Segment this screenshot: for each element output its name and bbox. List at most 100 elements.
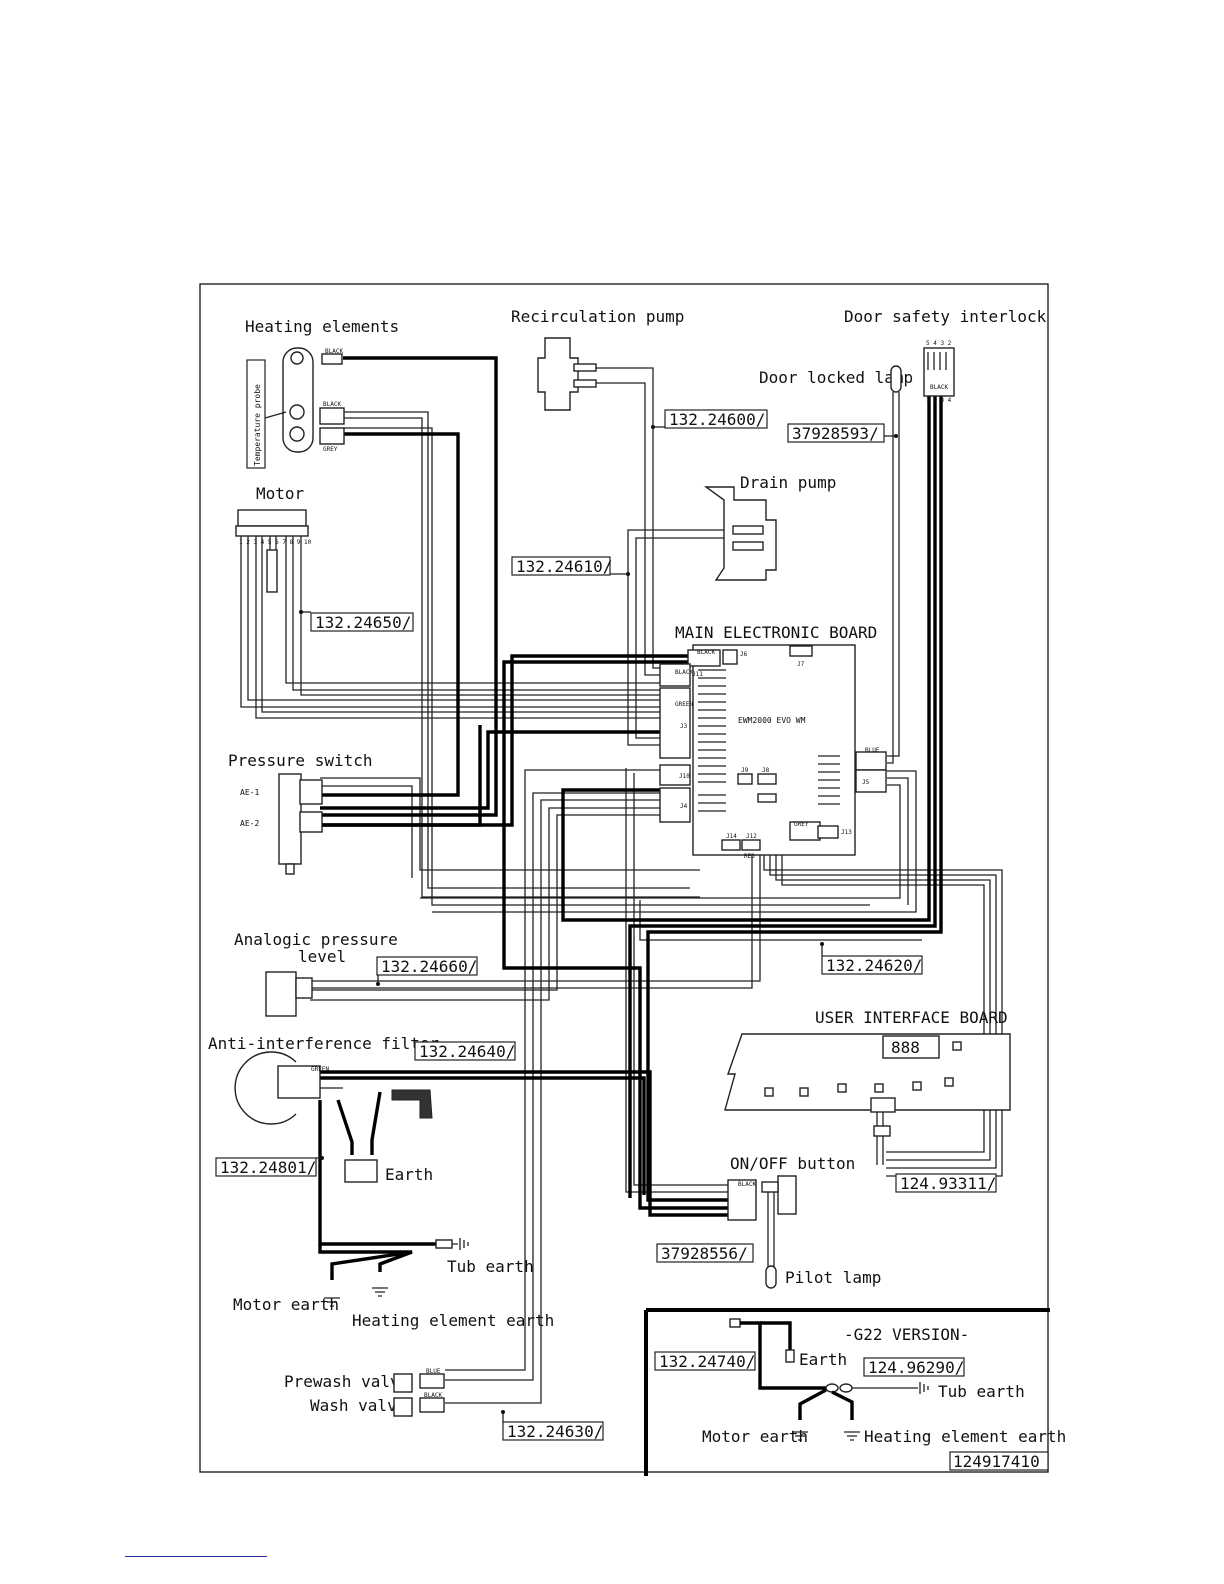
part-number-box	[863, 1357, 965, 1377]
g22-earth-label: Earth	[799, 1350, 847, 1369]
part-number-label: 124.93311/	[900, 1174, 996, 1193]
part-number-label: 37928556/	[661, 1244, 748, 1263]
board-connector-label: J4	[680, 803, 688, 810]
part-number-label: 132.24660/	[381, 957, 477, 976]
door-interlock-body	[923, 347, 955, 397]
part-number-box	[664, 409, 768, 429]
motor-connector-body	[235, 525, 309, 537]
main-board-model: EWM2000 EVO WM	[738, 716, 806, 725]
board-connector-j11	[659, 663, 691, 687]
connector-pins-label: 1 2 3 4 5 6 7 8 9 10	[239, 539, 312, 546]
wire-color-label: BLUE	[865, 747, 880, 754]
board-connector-label: J7	[797, 661, 805, 668]
ui-button	[799, 1087, 809, 1097]
heating-element-connector	[319, 427, 345, 445]
wire-color-label: BLACK	[738, 1181, 756, 1188]
part-number-label: 132.24610/	[516, 557, 612, 576]
ui-connector	[873, 1125, 891, 1137]
wire-color-label: BLACK	[675, 669, 693, 676]
wire-color-label: GREY	[323, 446, 338, 453]
wash-valve-label: Wash valve	[310, 1396, 406, 1415]
board-connector-label: J12	[746, 833, 757, 840]
heating-element-terminal	[289, 404, 305, 420]
part-number-box	[502, 1421, 604, 1441]
heating-elements: Heating elements BLACK BLACK GREY Temper…	[245, 317, 399, 469]
board-connector-j13b	[817, 825, 839, 839]
drain-pump-terminal	[732, 541, 764, 551]
g22-motor-earth-label: Motor earth	[702, 1427, 808, 1446]
user-interface-board-outline	[724, 1033, 1011, 1111]
g22-title: -G22 VERSION-	[844, 1325, 969, 1344]
board-connector-j8b	[757, 793, 777, 803]
part-number-box	[310, 612, 414, 632]
pilot-lamp-label: Pilot lamp	[785, 1268, 881, 1287]
on-off-button-label: ON/OFF button	[730, 1154, 855, 1173]
part-number-label: 132.24740/	[659, 1352, 755, 1371]
wire-color-label: BLUE	[426, 1368, 441, 1375]
pressure-switch-body	[278, 773, 302, 865]
pressure-switch-label: Pressure switch	[228, 751, 373, 770]
analogic-pressure-level: Analogic pressure level 132.24660/ 132.2…	[234, 930, 923, 1017]
pressure-switch-connector	[299, 811, 323, 833]
prewash-valve-connector	[419, 1373, 445, 1389]
earths: Tub earth Motor earth Heating element ea…	[233, 1238, 554, 1330]
ui-button	[952, 1041, 962, 1051]
board-connector-label: J10	[679, 773, 690, 780]
part-number-box	[376, 956, 478, 976]
board-connector-label: J14	[726, 833, 737, 840]
part-number-box	[215, 1157, 317, 1177]
part-number-label: 132.24630/	[507, 1422, 603, 1441]
part-number-label: 37928593/	[792, 424, 879, 443]
tub-earth-terminal	[435, 1239, 453, 1249]
ae2-label: AE-2	[240, 819, 259, 828]
wire-color-label: BLACK	[424, 1392, 442, 1399]
wash-valve-connector	[419, 1397, 445, 1413]
heating-element-terminal	[290, 351, 304, 365]
ui-button	[874, 1083, 884, 1093]
door-locked-lamp-label: Door locked lamp	[759, 368, 913, 387]
door-locked-lamp	[890, 365, 902, 393]
part-number-box	[414, 1041, 516, 1061]
ui-connector	[870, 1097, 896, 1113]
board-connector-j3	[659, 687, 691, 759]
temperature-probe-label: Temperature probe	[253, 384, 262, 466]
board-connector-j9	[737, 773, 753, 785]
board-connector-j8	[757, 773, 777, 785]
drain-pump: Drain pump 132.24610/	[511, 473, 836, 581]
board-connector-label: J11	[692, 671, 703, 678]
pressure-switch-connector	[299, 779, 323, 805]
filter-connector	[277, 1065, 321, 1099]
valves: Prewash valve Wash valve BLUE BLACK 132.…	[284, 1368, 604, 1441]
pressure-switch: Pressure switch AE-1 AE-2	[228, 751, 373, 875]
heating-element-body	[282, 347, 314, 453]
user-interface-board-label: USER INTERFACE BOARD	[815, 1008, 1008, 1027]
board-connector-label: J5	[862, 779, 870, 786]
heating-element-connector	[321, 353, 343, 365]
board-connector-j2	[855, 751, 887, 771]
wire-color-label: BLACK	[323, 401, 341, 408]
board-connector-label: J13	[841, 829, 852, 836]
board-connector-j10	[659, 764, 691, 786]
drain-pump-label: Drain pump	[740, 473, 836, 492]
filter-label: Anti-interference filter	[208, 1034, 440, 1053]
display	[882, 1035, 940, 1059]
recirculation-pump-label: Recirculation pump	[511, 307, 684, 326]
board-connector-j4	[659, 787, 691, 823]
on-off-switch	[777, 1175, 797, 1215]
ui-button	[944, 1077, 954, 1087]
motor-earth-label: Motor earth	[233, 1295, 339, 1314]
board-connector-label: J8	[762, 767, 770, 774]
drain-pump-terminal	[732, 525, 764, 535]
ui-button	[912, 1081, 922, 1091]
pilot-lamp	[765, 1265, 777, 1289]
on-off-button: ON/OFF button BLACK 37928556/ Pilot lamp	[656, 1154, 881, 1289]
wire-color-label: GREY	[794, 821, 809, 828]
part-number-label: 132.24640/	[419, 1042, 515, 1061]
wire-color-label: BLACK	[930, 384, 948, 391]
part-number-label: 124.96290/	[868, 1358, 964, 1377]
earth-label: Earth	[385, 1165, 433, 1184]
motor-terminal	[266, 549, 278, 593]
board-connector-j1	[687, 649, 721, 667]
part-number-box	[654, 1351, 756, 1371]
g22-heating-element-earth-label: Heating element earth	[864, 1427, 1066, 1446]
